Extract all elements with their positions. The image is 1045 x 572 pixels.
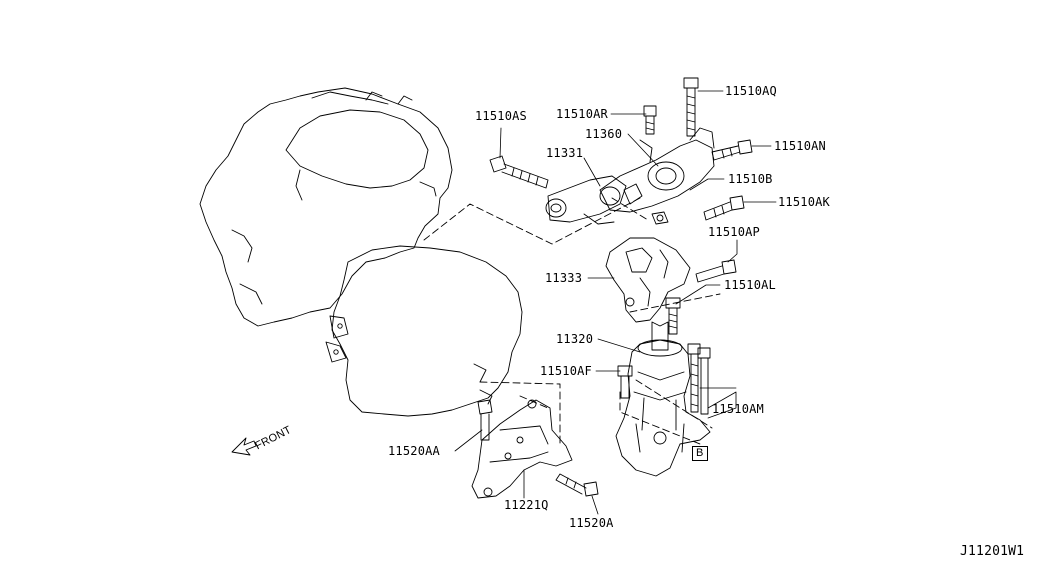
bolt-11520A <box>556 474 598 496</box>
torque-rod <box>546 176 626 224</box>
label-11510AL: 11510AL <box>724 278 776 292</box>
bolt-11510AL <box>666 298 680 334</box>
label-11221Q: 11221Q <box>504 498 549 512</box>
bolt-11510AS <box>490 156 548 188</box>
leader-lines <box>455 91 776 514</box>
label-11510AK: 11510AK <box>778 195 830 209</box>
bolt-11510AR <box>644 106 656 134</box>
label-11510AM: 11510AM <box>712 402 764 416</box>
label-11510AS: 11510AS <box>475 109 527 123</box>
transmission-outline <box>326 246 522 416</box>
label-11333: 11333 <box>545 271 583 285</box>
engine-mount-bracket <box>606 238 690 322</box>
label-11510AQ: 11510AQ <box>725 84 777 98</box>
label-11510B: 11510B <box>728 172 773 186</box>
label-11520AA: 11520AA <box>388 444 440 458</box>
upper-mount-bracket <box>600 128 714 212</box>
bolt-11520AA <box>478 400 492 440</box>
label-11510AN: 11510AN <box>774 139 826 153</box>
figure-code: J11201W1 <box>960 544 1025 559</box>
bolt-11510AN <box>712 140 752 160</box>
label-11510AF: 11510AF <box>540 364 592 378</box>
engine-mount-insulator <box>616 322 710 476</box>
bolts-11510AM <box>688 344 710 414</box>
transmission-mount-bracket <box>472 400 572 498</box>
front-arrow <box>232 438 256 455</box>
engine-outline <box>200 88 452 326</box>
section-marker-b: B <box>692 446 708 461</box>
bolt-11510AK <box>704 196 744 220</box>
nut-11510B <box>652 212 668 224</box>
bolt-11510AQ <box>684 78 698 136</box>
label-11331: 11331 <box>546 146 584 160</box>
label-11360: 11360 <box>585 127 623 141</box>
label-11320: 11320 <box>556 332 594 346</box>
label-11510AR: 11510AR <box>556 107 608 121</box>
bolt-11510AF <box>618 366 632 398</box>
label-11510AP: 11510AP <box>708 225 760 239</box>
label-11520A: 11520A <box>569 516 614 530</box>
